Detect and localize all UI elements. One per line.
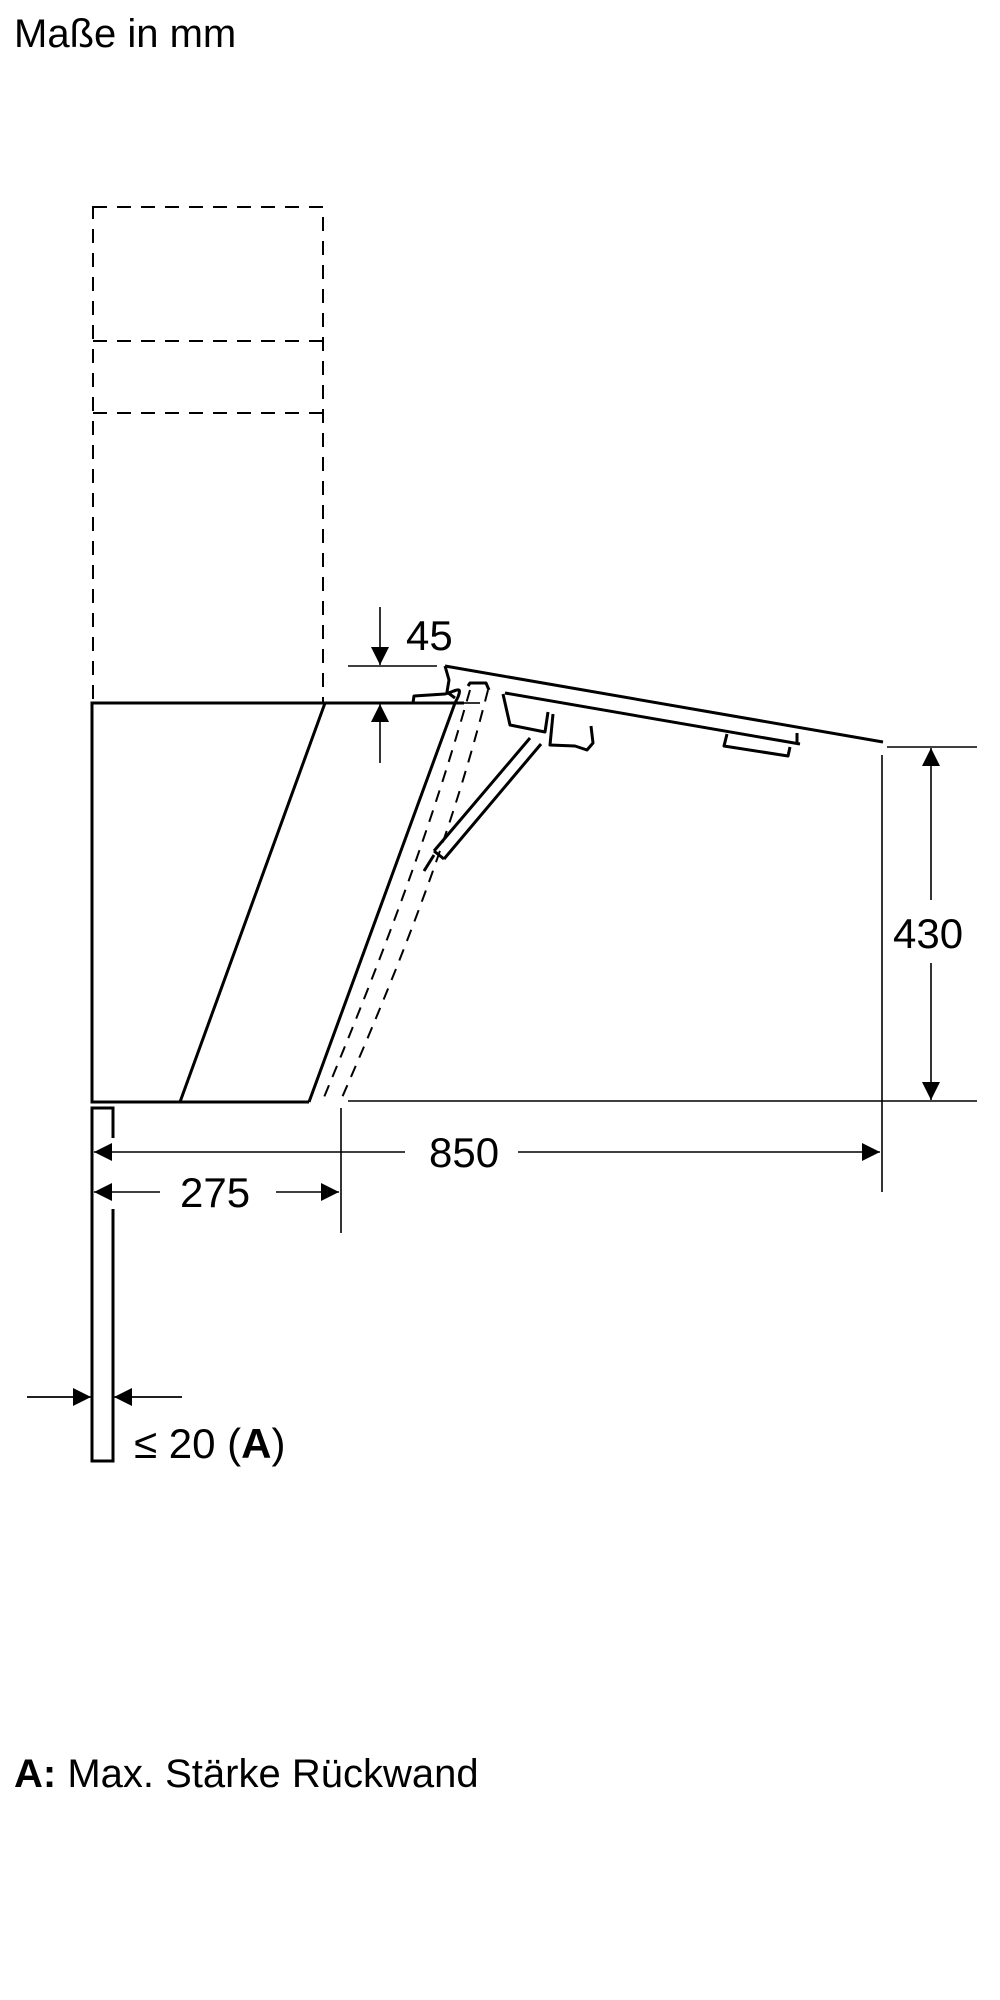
cabinet-body (90, 701, 464, 1104)
extension-lines (27, 665, 977, 1398)
dim-label-430: 430 (893, 910, 963, 957)
dim-label-275: 275 (180, 1169, 250, 1216)
door-swing-outline (321, 689, 489, 1103)
dimension-arrows (27, 607, 940, 1406)
diagram-title: Maße in mm (14, 12, 237, 56)
upper-cabinet-outline (92, 206, 324, 704)
dim-label-45: 45 (406, 612, 453, 659)
legend: A: Max. Stärke Rückwand (14, 1748, 479, 1800)
dim-label-panel-thickness: ≤ 20 (A) (134, 1420, 285, 1467)
lid-flap (411, 664, 884, 872)
legend-key: A: (14, 1752, 57, 1796)
dim-label-850: 850 (429, 1129, 499, 1176)
legend-text: Max. Stärke Rückwand (56, 1752, 479, 1796)
back-panel (90, 1106, 115, 1463)
